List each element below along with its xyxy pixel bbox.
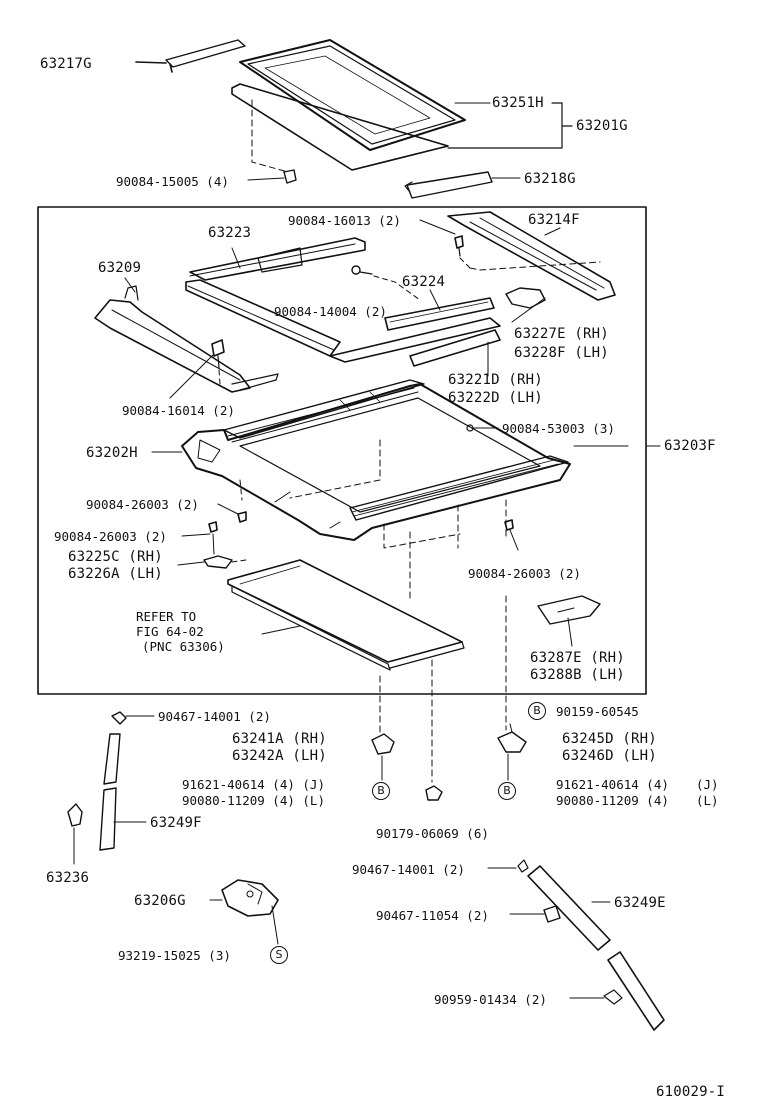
code-j: (J) <box>696 777 719 792</box>
label-63221D: 63221D (RH) <box>448 372 543 388</box>
clip-90179-06069 <box>425 785 443 801</box>
screw-90084-16014 <box>169 339 225 399</box>
label-90084-15005: 90084-15005 (4) <box>116 174 229 189</box>
screw-90084-14004 <box>351 265 421 301</box>
clip-90959-01434 <box>569 989 623 1005</box>
bracket-63218G <box>404 171 521 199</box>
label-63203F: 63203F <box>664 438 716 454</box>
seal-63224 <box>384 289 495 331</box>
refer-line-2: FIG 64-02 <box>136 624 204 639</box>
screw-90084-15005 <box>247 169 297 184</box>
label-90084-26003-a: 90084-26003 (2) <box>86 497 199 512</box>
label-63222D: 63222D (LH) <box>448 390 543 406</box>
label-63206G: 63206G <box>134 893 186 909</box>
label-63201G: 63201G <box>576 118 628 134</box>
label-90084-26003-b: 90084-26003 (2) <box>54 529 167 544</box>
label-63227E: 63227E (RH) <box>514 326 609 342</box>
strip-63221D <box>409 329 501 377</box>
rail-63214F <box>447 211 616 301</box>
bracket-63201G <box>447 102 573 149</box>
label-63251H: 63251H <box>492 95 544 111</box>
label-90084-53003: 90084-53003 (3) <box>502 421 615 436</box>
label-63246D: 63246D (LH) <box>562 748 657 764</box>
label-90080-11209-a: 90080-11209 (4) (L) <box>182 793 325 808</box>
callout-s-1: S <box>270 946 288 964</box>
label-63241A: 63241A (RH) <box>232 731 327 747</box>
label-63288B: 63288B (LH) <box>530 667 625 683</box>
refer-line-1: REFER TO <box>136 609 197 624</box>
label-90959-01434: 90959-01434 (2) <box>434 992 547 1007</box>
bracket-63225C <box>177 555 247 569</box>
label-63287E: 63287E (RH) <box>530 650 625 666</box>
bracket-63287E <box>537 595 601 647</box>
label-63218G: 63218G <box>524 171 576 187</box>
label-90084-16013: 90084-16013 (2) <box>288 213 401 228</box>
label-63249F: 63249F <box>150 815 202 831</box>
label-63225C: 63225C (RH) <box>68 549 163 565</box>
grommet-63236 <box>67 803 83 865</box>
code-l: (L) <box>696 793 719 808</box>
screw-90084-16013 <box>419 219 471 269</box>
label-63223: 63223 <box>208 225 252 241</box>
screw-90084-53003 <box>466 424 499 432</box>
label-63242A: 63242A (LH) <box>232 748 327 764</box>
label-90080-11209-b: 90080-11209 (4) <box>556 793 669 808</box>
screw-90084-26003-b <box>181 521 218 555</box>
label-90467-14001-b: 90467-14001 (2) <box>352 862 465 877</box>
callout-b-1: B <box>528 702 546 720</box>
clamp-90467-11054 <box>509 905 561 923</box>
label-90467-11054: 90467-11054 (2) <box>376 908 489 923</box>
screw-90084-26003-c <box>504 519 519 551</box>
label-90084-14004: 90084-14004 (2) <box>274 304 387 319</box>
label-63209: 63209 <box>98 260 142 276</box>
label-93219-15025: 93219-15025 (3) <box>118 948 231 963</box>
label-63214F: 63214F <box>528 212 580 228</box>
callout-b-3: B <box>498 782 516 800</box>
sunshade-panel <box>227 559 465 671</box>
assembly-box <box>37 206 647 695</box>
bracket-63241A <box>371 733 395 781</box>
screw-90084-26003-a <box>217 503 247 523</box>
label-90467-14001-a: 90467-14001 (2) <box>158 709 271 724</box>
housing-63202H <box>151 379 571 541</box>
label-63249E: 63249E <box>614 895 666 911</box>
label-90159-60545: 90159-60545 <box>556 704 639 719</box>
sunroof-glass-63251H <box>231 39 491 171</box>
label-63245D: 63245D (RH) <box>562 731 657 747</box>
label-63202H: 63202H <box>86 445 138 461</box>
label-63226A: 63226A (LH) <box>68 566 163 582</box>
label-63236: 63236 <box>46 870 90 886</box>
bracket-63227E <box>505 287 546 323</box>
label-90179-06069: 90179-06069 (6) <box>376 826 489 841</box>
label-91621-40614-b: 91621-40614 (4) <box>556 777 669 792</box>
frame-63223 <box>185 237 501 363</box>
motor-63206G <box>209 879 279 945</box>
clamp-90467-14001-b <box>487 859 529 873</box>
seal-strip-63217G <box>135 39 246 73</box>
label-63217G: 63217G <box>40 56 92 72</box>
drain-hose-63249E <box>527 865 665 1031</box>
refer-line-3: (PNC 63306) <box>142 639 225 654</box>
label-63228F: 63228F (LH) <box>514 345 609 361</box>
label-90084-26003-c: 90084-26003 (2) <box>468 566 581 581</box>
label-91621-40614-a: 91621-40614 (4) (J) <box>182 777 325 792</box>
drain-hose-63249F <box>99 711 155 851</box>
bracket-63245D <box>497 723 527 781</box>
callout-b-2: B <box>372 782 390 800</box>
label-90084-16014: 90084-16014 (2) <box>122 403 235 418</box>
figure-id: 610029-I <box>656 1084 726 1100</box>
label-63224: 63224 <box>402 274 446 290</box>
